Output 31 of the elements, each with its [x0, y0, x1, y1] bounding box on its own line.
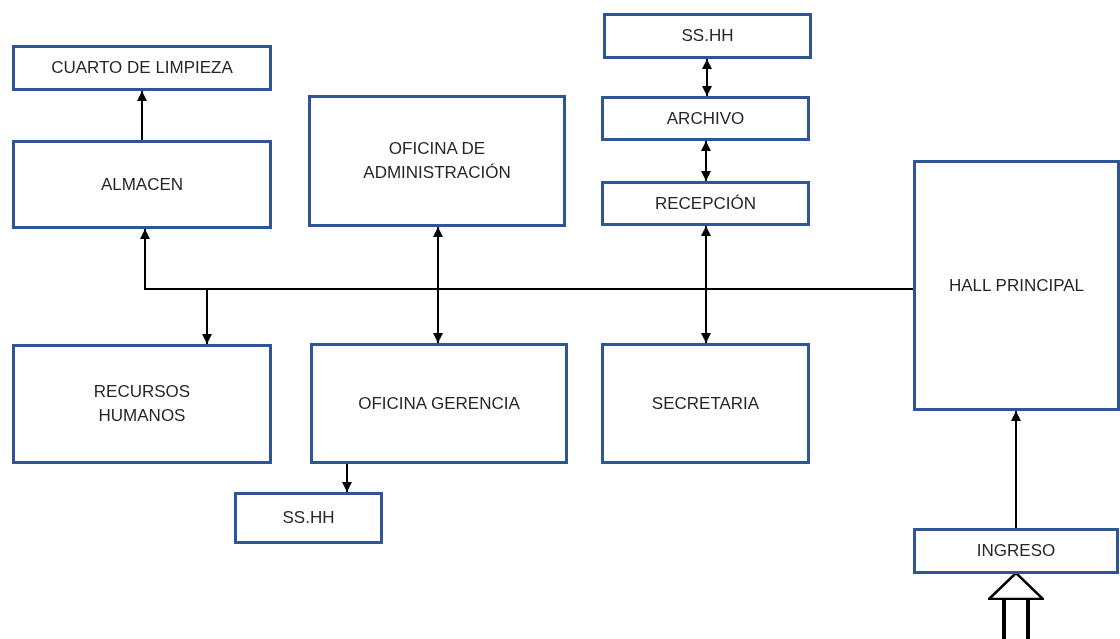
arrow	[1011, 410, 1021, 529]
room-label: OFICINA DE ADMINISTRACIÓN	[362, 138, 512, 184]
room-box	[913, 160, 1120, 411]
room-box	[308, 95, 566, 227]
room-label: OFICINA GERENCIA	[357, 392, 521, 415]
room-label: SS.HH	[680, 25, 735, 48]
arrow	[701, 225, 711, 344]
room-box	[601, 181, 810, 226]
room-label: ARCHIVO	[665, 107, 746, 130]
room-label: CUARTO DE LIMPIEZA	[50, 57, 234, 80]
room-box	[603, 13, 812, 59]
room-box	[12, 140, 272, 229]
arrow	[137, 90, 147, 141]
room-label: INGRESO	[975, 540, 1057, 563]
room-box	[913, 528, 1119, 574]
room-label: HALL PRINCIPAL	[947, 274, 1086, 297]
room-box	[601, 96, 810, 141]
arrow	[342, 463, 352, 493]
room-box	[12, 344, 272, 464]
room-label: RECEPCIÓN	[653, 192, 758, 215]
room-box	[234, 492, 383, 544]
arrow	[433, 226, 443, 344]
room-label: RECURSOS HUMANOS	[92, 381, 192, 427]
room-box	[310, 343, 568, 464]
room-label: SS.HH	[281, 507, 336, 530]
room-box	[12, 45, 272, 91]
arrow	[701, 140, 711, 182]
room-label: ALMACEN	[99, 173, 185, 196]
room-box	[601, 343, 810, 464]
arrow	[702, 58, 712, 97]
room-label: SECRETARIA	[650, 392, 761, 415]
